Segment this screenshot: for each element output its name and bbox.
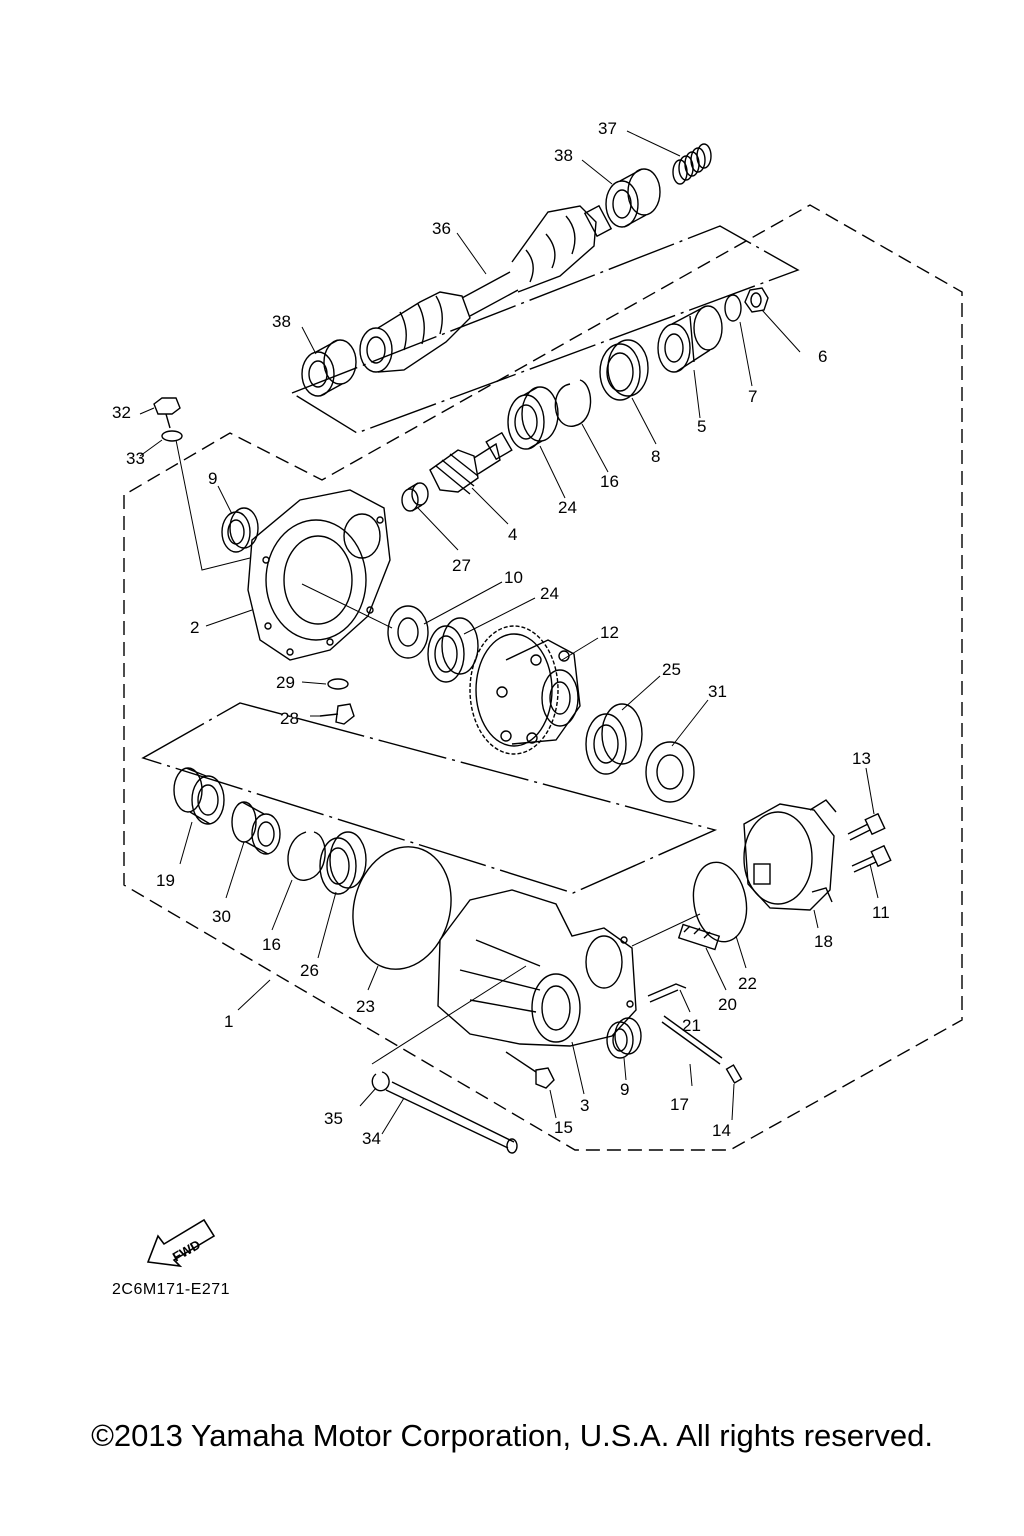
- part-26-seal: [319, 831, 367, 895]
- part-label: 34: [362, 1129, 381, 1148]
- part-15-bolt: [505, 1051, 555, 1089]
- part-17-rod: [661, 1015, 723, 1065]
- part-label: 25: [662, 660, 681, 679]
- part-18-actuator: [743, 799, 837, 911]
- part-25-bearing: [585, 703, 643, 775]
- part-label: 31: [708, 682, 727, 701]
- part-34-pin: [385, 1081, 518, 1154]
- part-label: 11: [872, 903, 890, 922]
- part-38-bearing-lower: [301, 339, 357, 397]
- part-7-o-ring: [724, 294, 742, 322]
- part-24-bearing-upper: [507, 386, 559, 450]
- part-label: 21: [682, 1016, 701, 1035]
- part-19-bearing-sleeve: [173, 767, 225, 825]
- part-21-pipe: [647, 983, 687, 1003]
- part-11-bolt: [851, 844, 892, 873]
- part-29-washer: [327, 678, 349, 690]
- part-31-shim: [645, 741, 695, 803]
- part-label: 37: [598, 119, 617, 138]
- part-label: 14: [712, 1121, 731, 1140]
- part-label: 16: [262, 935, 281, 954]
- part-label: 36: [432, 219, 451, 238]
- part-20-sensor: [677, 923, 721, 951]
- part-label: 35: [324, 1109, 343, 1128]
- part-label: 27: [452, 556, 471, 575]
- part-label: 9: [620, 1080, 629, 1099]
- part-5-coupling: [657, 305, 723, 373]
- part-label: 4: [508, 525, 517, 544]
- part-label: 8: [651, 447, 660, 466]
- part-37-spring: [672, 143, 712, 185]
- part-label: 22: [738, 974, 757, 993]
- fwd-arrow-icon: FWD: [146, 1218, 216, 1268]
- part-36-drive-shaft: [359, 204, 613, 373]
- part-28-bolt: [319, 703, 355, 725]
- part-22-gasket: [692, 861, 748, 943]
- part-9-oil-seal-upper: [221, 507, 259, 553]
- part-label: 15: [554, 1118, 573, 1137]
- part-16-circlip-upper: [554, 379, 592, 427]
- part-label: 23: [356, 997, 375, 1016]
- part-label: 2: [190, 618, 199, 637]
- part-label: 6: [818, 347, 827, 366]
- bearing-group-box: [141, 702, 718, 894]
- part-label: 7: [748, 387, 757, 406]
- part-32-bolt: [153, 397, 181, 429]
- part-30-gear-sleeve: [231, 801, 281, 855]
- part-label: 5: [697, 417, 706, 436]
- part-24-bearing-middle: [427, 617, 479, 683]
- copyright-notice: ©2013 Yamaha Motor Corporation, U.S.A. A…: [91, 1418, 933, 1453]
- part-label: 3: [580, 1096, 589, 1115]
- part-label: 19: [156, 871, 175, 890]
- part-3-differential-housing: [437, 889, 637, 1047]
- part-label: 38: [554, 146, 573, 165]
- part-label: 16: [600, 472, 619, 491]
- part-10-shim: [387, 605, 429, 659]
- part-label: 33: [126, 449, 145, 468]
- part-label: 20: [718, 995, 737, 1014]
- part-labels: 1 2 3 4 5 6 7 8 9 9 10 11 12 13 14 15 16…: [112, 119, 890, 1148]
- part-4-pinion-gear: [429, 431, 513, 495]
- part-23-o-ring: [352, 846, 452, 970]
- shaft-group-box: [290, 225, 800, 434]
- part-12-ring-gear: [469, 625, 581, 755]
- part-label: 1: [224, 1012, 233, 1031]
- part-label: 26: [300, 961, 319, 980]
- part-label: 9: [208, 469, 217, 488]
- part-33-washer: [161, 430, 183, 442]
- part-13-bolt: [847, 812, 886, 841]
- part-label: 28: [280, 709, 299, 728]
- leader-lines: [139, 130, 879, 1135]
- part-label: 38: [272, 312, 291, 331]
- part-label: 12: [600, 623, 619, 642]
- part-label: 32: [112, 403, 131, 422]
- part-14-screw: [725, 1064, 743, 1084]
- part-label: 29: [276, 673, 295, 692]
- part-8-oil-seal: [599, 339, 649, 401]
- part-label: 17: [670, 1095, 689, 1114]
- part-35-clip: [371, 1071, 390, 1092]
- part-2-gear-case-cover: [247, 489, 391, 661]
- part-label: 24: [558, 498, 577, 517]
- part-label: 24: [540, 584, 559, 603]
- drawing-code: 2C6M171-E271: [112, 1281, 231, 1298]
- part-label: 13: [852, 749, 871, 768]
- assembly-outline-dashed: [123, 204, 963, 1151]
- part-38-bearing-upper: [605, 168, 661, 228]
- part-27-needle-bearing: [401, 482, 429, 512]
- part-9-oil-seal-lower: [606, 1017, 642, 1059]
- part-label: 10: [504, 568, 523, 587]
- part-label: 30: [212, 907, 231, 926]
- part-label: 18: [814, 932, 833, 951]
- part-16-circlip-lower: [287, 831, 326, 881]
- part-6-nut: [744, 287, 769, 313]
